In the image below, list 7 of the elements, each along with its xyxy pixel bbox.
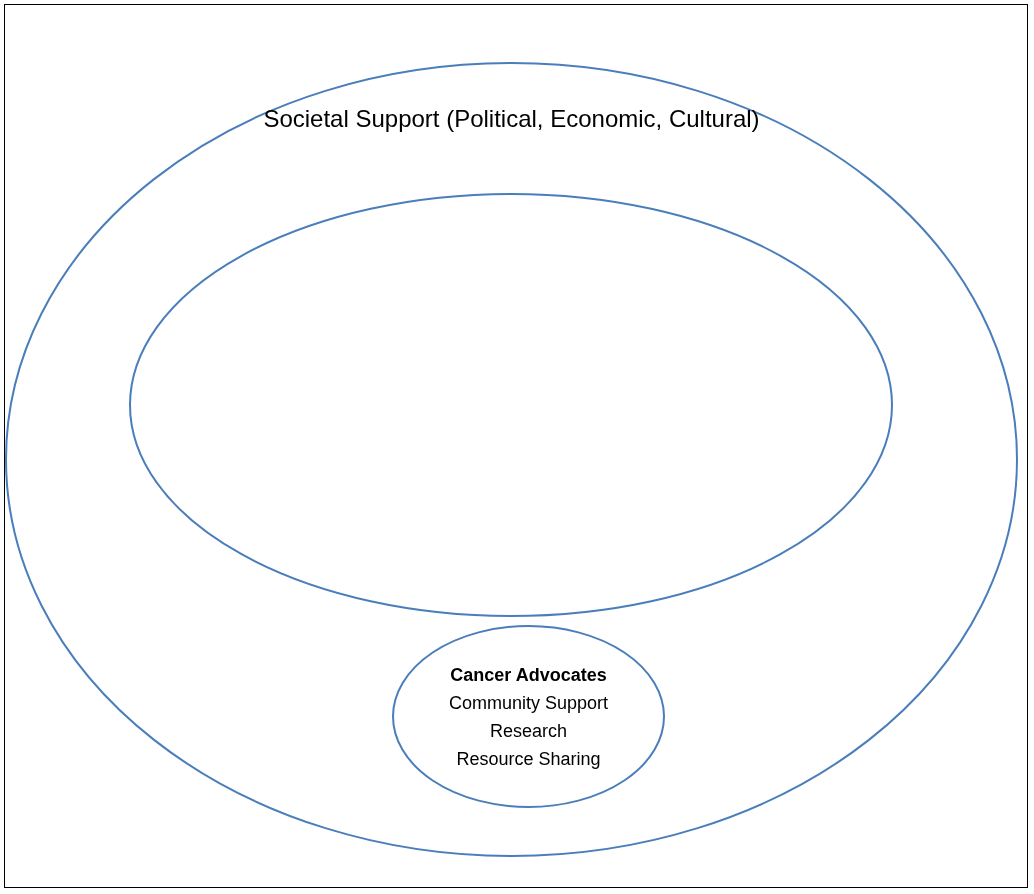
list-item-text: Community Support [448,692,609,715]
ellipse-region [392,625,665,808]
heading-text: Cancer Advocates [450,664,607,687]
list-item-text: Resource Sharing [456,748,601,771]
ellipse-outline [129,193,893,617]
list-item-text: Research [489,720,567,743]
region-label: Societal Support (Political, Economic, Cultural) [263,104,760,134]
